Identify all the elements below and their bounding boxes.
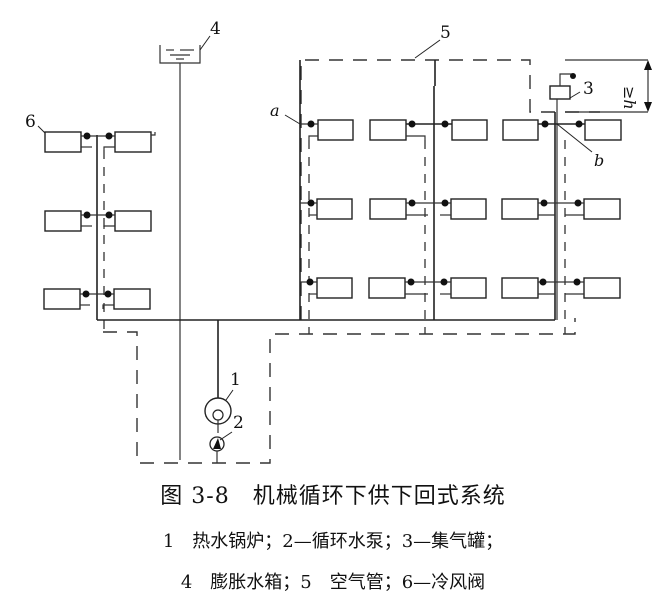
radiator-row-right-1: a b xyxy=(270,101,622,170)
label-expansion-tank: 4 xyxy=(210,19,221,39)
label-height: ≥h xyxy=(620,86,639,110)
label-air-collector: 3 xyxy=(583,79,594,99)
radiator-row-3 xyxy=(43,288,151,310)
left-radiator-stack: 6 xyxy=(25,112,156,335)
right-radiator-stacks: a b xyxy=(270,60,622,334)
label-boiler: 1 xyxy=(230,370,241,390)
boiler: 1 xyxy=(204,370,241,425)
circulation-pump: 2 xyxy=(209,413,244,463)
legend-line-1: 1 热水锅炉；2—循环水泵；3—集气罐； xyxy=(162,531,504,552)
expansion-tank: 4 xyxy=(159,19,221,64)
heating-system-diagram: 4 5 ≥h 3 xyxy=(25,19,652,464)
label-pump: 2 xyxy=(233,413,244,433)
label-point-a: a xyxy=(270,101,280,120)
height-dimension: ≥h xyxy=(565,59,652,113)
label-point-b: b xyxy=(594,151,604,170)
radiator-row-right-2 xyxy=(300,198,621,220)
label-air-vent-valve: 6 xyxy=(25,112,36,132)
air-pipe: 5 xyxy=(300,23,600,320)
air-collector: 3 xyxy=(549,73,594,320)
legend-line-2: 4 膨胀水箱；5 空气管；6—冷风阀 xyxy=(180,572,486,593)
radiator-row-2 xyxy=(44,210,152,232)
return-main xyxy=(103,318,576,464)
figure-title: 图 3-8 机械循环下供下回式系统 xyxy=(160,484,506,509)
label-air-pipe: 5 xyxy=(440,23,451,43)
radiator-row-right-3 xyxy=(300,277,621,299)
radiator-row-1: 6 xyxy=(25,112,156,153)
